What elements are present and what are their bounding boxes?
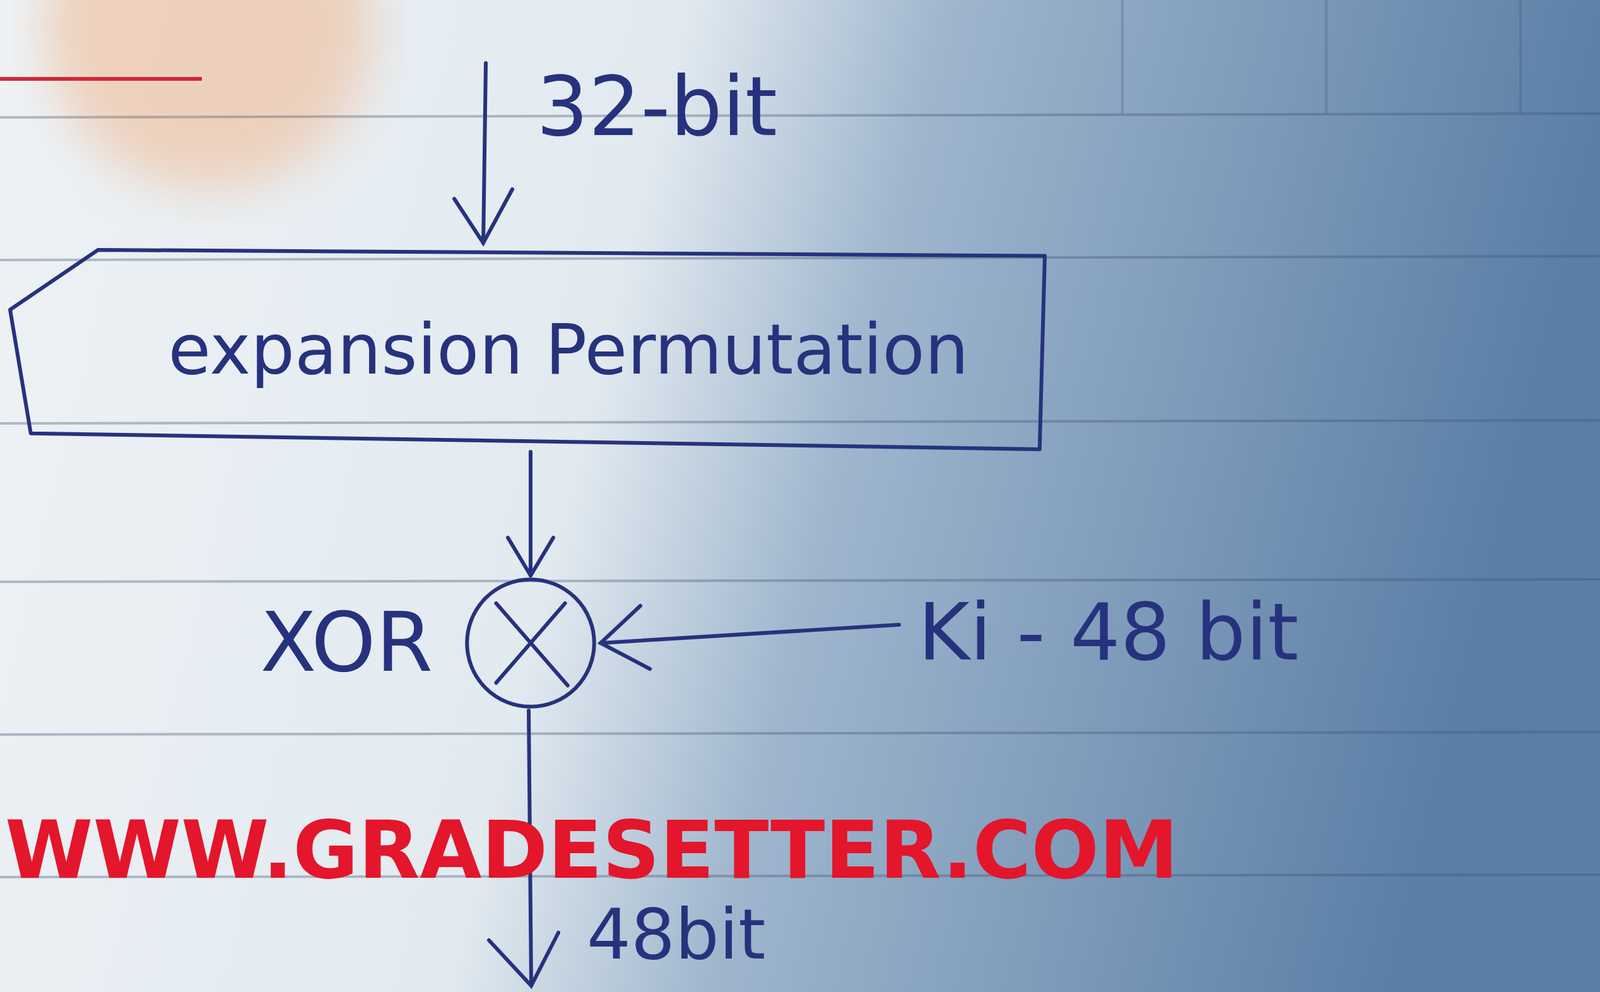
connector-line [528,451,533,576]
pentagon-outline [10,249,1045,450]
watermark: WWW.GRADESETTER.COM [5,804,1179,896]
grid-lines [1122,0,1521,114]
red-underline [0,76,202,81]
ruled-lines [0,113,1600,877]
key-arrow [600,605,900,669]
xor-cross [495,603,568,686]
bit-width-label: 48bit [586,894,766,975]
input-arrow [454,63,513,243]
operator-label: XOR [260,595,433,691]
bit-width-label: 32-bit [536,59,778,155]
arrow-head [507,537,554,576]
box-text: expansion Permutation [167,309,969,390]
orange-stain [44,0,373,190]
connector-arrow [507,451,554,576]
node-outline [464,576,597,710]
xor-circle: XOR [464,576,597,710]
process-box: expansion Permutation [10,249,1045,450]
key-label: Ki - 48 bit [917,586,1299,678]
circle-outline [466,579,595,707]
